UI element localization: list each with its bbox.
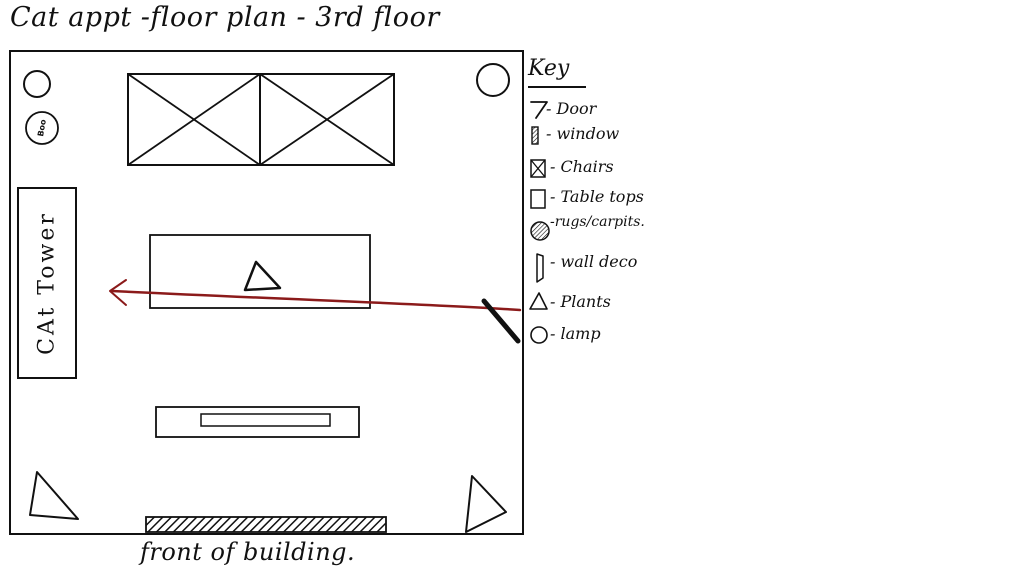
lamp-top-left (23, 70, 51, 98)
direction-arrow (110, 289, 522, 312)
table-top-center (149, 234, 371, 309)
key-item-lamp: - lamp (550, 324, 601, 343)
table-top-lower (155, 406, 360, 438)
door-icon (530, 101, 548, 119)
plant-center (243, 260, 282, 292)
direction-arrow-head (109, 279, 127, 306)
chair-right (259, 73, 395, 166)
cat-tower-label: CAt Tower (34, 211, 60, 355)
key-item-door: - Door (546, 99, 597, 118)
key-item-rugs: -rugs/carpits. (550, 214, 645, 230)
key-item-chairs: - Chairs (550, 157, 614, 176)
door (481, 298, 521, 344)
boo-circle (25, 111, 59, 145)
key-item-wall-deco: - wall deco (550, 252, 638, 271)
table-top-icon (530, 189, 546, 209)
rug (145, 516, 387, 533)
wall-deco-icon (536, 253, 544, 283)
lamp-icon (530, 326, 548, 344)
key-item-window: - window (546, 124, 620, 143)
key-item-plants: - Plants (550, 292, 611, 311)
page-title: Cat appt -floor plan - 3rd floor (10, 2, 440, 33)
room-outline (9, 50, 524, 535)
front-of-building-label: front of building. (140, 538, 356, 566)
key-title: Key (528, 56, 570, 81)
table-top-lower-inner (200, 413, 331, 427)
window-icon (531, 126, 539, 145)
plant-bottom-right (465, 475, 507, 533)
chair-icon (530, 159, 546, 178)
lamp-top-right (476, 63, 510, 97)
plant-bottom-left (29, 471, 79, 520)
key-symbols (529, 101, 550, 344)
plant-icon (529, 292, 548, 310)
key-title-underline (528, 86, 586, 88)
chairs (127, 73, 395, 166)
rug-icon (530, 221, 550, 241)
cat-tower (17, 187, 77, 379)
key-item-table-tops: - Table tops (550, 187, 644, 206)
